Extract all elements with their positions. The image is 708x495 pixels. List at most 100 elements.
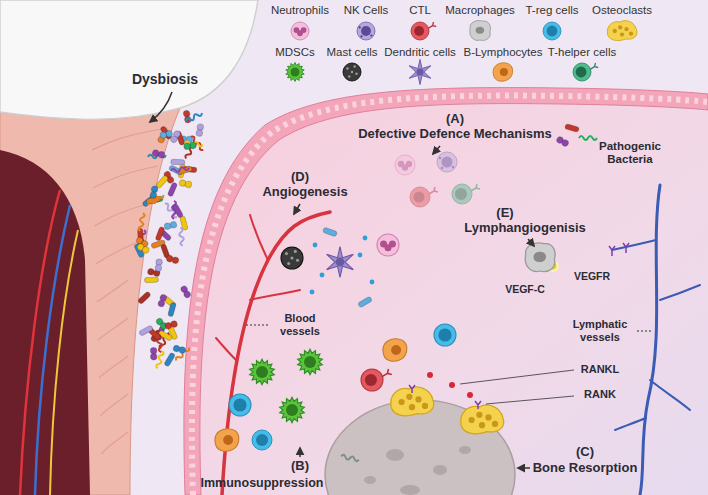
th-cell: [573, 63, 598, 81]
dentin-stripe: [98, 318, 128, 340]
cell-nucleus: [398, 399, 404, 405]
dentin-stripe: [94, 204, 148, 226]
rankl-dot: [467, 392, 473, 398]
rankl-dot: [427, 372, 433, 378]
diagram-label: Immunosuppression: [197, 476, 327, 490]
rod-bacterium: [167, 182, 177, 197]
cell-nucleus: [415, 396, 421, 402]
signal-dot: [320, 273, 325, 278]
cell-nucleus: [406, 161, 412, 167]
cell-body: [215, 429, 239, 451]
cell-body: [357, 22, 375, 40]
mast-cell: [343, 63, 361, 81]
lymphatic-branch: [660, 285, 700, 300]
cell-body: [434, 324, 456, 346]
diagram-label: Lymphangiogenisis: [460, 221, 590, 236]
dendritic-cell: [409, 59, 431, 84]
th-cell: [452, 184, 480, 204]
cell-body: [543, 22, 561, 40]
cell-body: [361, 369, 383, 391]
coccus-bacterium: [150, 191, 158, 199]
cell-nucleus: [422, 403, 428, 409]
cell-granule: [441, 167, 443, 169]
cell-body: [461, 405, 504, 434]
cell-nucleus: [365, 374, 377, 386]
bacterium: [556, 136, 570, 148]
rankl-dot: [449, 382, 455, 388]
macrophage-cell: [470, 21, 491, 41]
cell-body: [607, 21, 637, 41]
diagram-label: Lymphatic vessels: [565, 318, 635, 343]
diagram-label: RANK: [575, 388, 625, 401]
cell-nucleus: [301, 27, 307, 33]
cell-nucleus: [534, 252, 547, 262]
cell-body: [280, 397, 305, 422]
cell-nucleus: [414, 26, 424, 36]
bacterium: [164, 320, 178, 330]
spiral-bacterium: [184, 142, 196, 160]
cell-body: [410, 187, 430, 207]
bacterium: [137, 291, 151, 304]
diagram-label: Blood vessels: [270, 312, 330, 337]
rod-bacterium: [565, 124, 580, 133]
bone-pore: [400, 485, 420, 495]
cell-nucleus: [468, 417, 474, 423]
bone-pore: [364, 476, 376, 484]
dentin-stripe: [99, 356, 128, 378]
coccus-bacterium: [561, 139, 570, 148]
bacterium: [172, 203, 183, 218]
cell-nucleus: [620, 32, 624, 36]
cell-nucleus: [442, 157, 453, 168]
bacterium: [185, 111, 203, 123]
rod-bacterium: [171, 159, 185, 165]
cell-nucleus: [476, 27, 485, 34]
pointer-arrow: [528, 239, 534, 246]
coccus-bacterium: [172, 256, 180, 264]
blood-vessel-branch: [216, 338, 236, 360]
cell-receptor: [428, 22, 436, 28]
mdsc-cell: [280, 397, 305, 422]
cell-body: [377, 234, 399, 256]
rod-bacterium: [172, 203, 183, 218]
bacterium: [178, 228, 184, 246]
diagram-label: Dysbiosis: [120, 71, 210, 87]
legend-label: CTL: [409, 4, 431, 17]
blood-vessel-branch: [285, 222, 300, 236]
bone-pore: [459, 446, 471, 454]
bacterium: [183, 110, 192, 123]
coccus-bacterium: [164, 222, 172, 230]
nk-cell: [437, 152, 457, 172]
cell-nucleus: [476, 412, 482, 418]
cell-body: [250, 359, 275, 384]
nk-cell: [357, 22, 375, 40]
cell-nucleus: [291, 68, 300, 77]
bacterium: [179, 179, 193, 188]
cell-nucleus: [389, 240, 396, 247]
bacterium: [150, 185, 159, 198]
cell-receptor: [382, 369, 392, 377]
legend-icons: [286, 21, 637, 85]
cell-nucleus: [361, 26, 371, 36]
lymphatic-branch: [615, 418, 646, 430]
cell-body: [286, 63, 304, 82]
diagram-label: RANKL: [575, 363, 625, 376]
cell-granule: [285, 252, 288, 255]
bone-pore: [386, 449, 404, 461]
mdsc-cell: [250, 359, 275, 384]
bacteria-cluster: [134, 110, 597, 462]
cell-body: [327, 247, 354, 278]
cell-nucleus: [256, 434, 268, 446]
cell-nucleus: [479, 422, 485, 428]
bacterium: [358, 296, 373, 308]
cell-nucleus: [629, 32, 633, 36]
cell-granule: [287, 262, 290, 265]
bacterium: [184, 142, 196, 160]
diagram-label: (E): [485, 206, 525, 221]
leader-line: [486, 396, 574, 404]
bacterium: [156, 175, 169, 189]
neutrophil-cell: [377, 234, 399, 256]
spiral-bacterium: [178, 228, 184, 246]
cell-nucleus: [223, 435, 233, 445]
